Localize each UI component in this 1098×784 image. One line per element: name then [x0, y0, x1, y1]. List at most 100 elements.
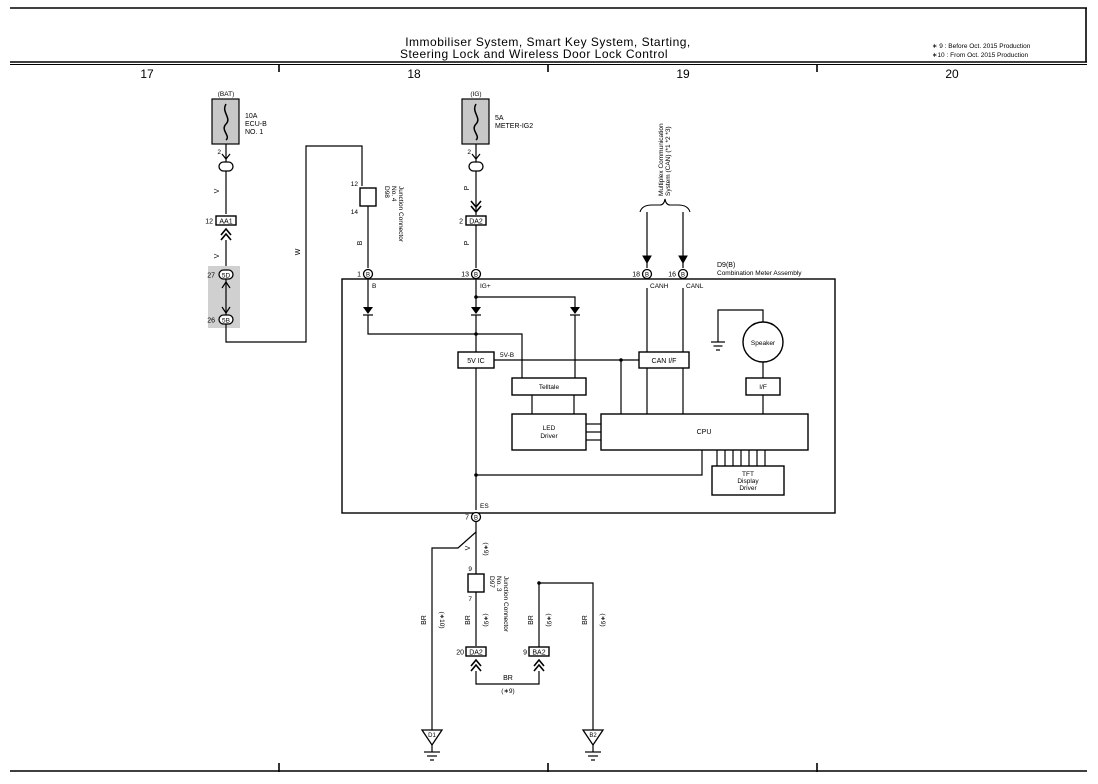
double-chevron-icon: [220, 227, 232, 241]
meter-pin-ig-terminal: [470, 268, 482, 280]
ground-b2-icon: [581, 729, 605, 747]
double-chevron-icon: [470, 200, 482, 214]
meter-pin-es-name: ES: [480, 503, 489, 510]
variant-note-b: (∗9): [482, 613, 489, 626]
meter-pin-b-number: 1: [357, 272, 361, 279]
fuse-ecu-b-amp: 10A: [245, 113, 258, 120]
meter-block-led-driver: [511, 413, 587, 451]
terminal-chevron-icon: [471, 153, 481, 160]
diagram-title-line2: Steering Lock and Wireless Door Lock Con…: [400, 47, 668, 61]
meter-block-can-if-label: CAN I/F: [652, 358, 677, 365]
meter-block-telltale-label: Telltale: [539, 384, 560, 391]
can-bus: Multiplex Communication System (CAN) (*1…: [639, 123, 691, 268]
wire-color-br1: BR: [465, 615, 472, 625]
can-bus-brace: [639, 198, 691, 213]
wire-color-br5: BR: [421, 615, 428, 625]
terminal-connector: [468, 161, 484, 172]
wire-color-br2: BR: [503, 675, 513, 682]
connector-da2-bottom: [465, 646, 487, 657]
meter-pin-canh-name: CANH: [650, 283, 669, 290]
junction-d98-top-pin: 12: [351, 181, 359, 188]
wire-color-br3: BR: [528, 615, 535, 625]
column-number-18: 18: [407, 67, 421, 81]
column-number-17: 17: [140, 67, 154, 81]
junction-d98-label3: Junction Connector: [397, 186, 404, 243]
connector-5b-pin: 26: [207, 318, 215, 325]
diode-telltale-icon: [570, 307, 580, 314]
combination-meter-assembly: D9(B) Combination Meter Assembly B 1 B B…: [341, 262, 836, 523]
junction-d98: 12 14 D98 No. 4 Junction Connector B: [351, 181, 404, 268]
production-note-9: ∗ 9 : Before Oct. 2015 Production: [932, 43, 1031, 50]
meter-block-speaker-label: Speaker: [751, 340, 776, 347]
double-chevron-icon: [533, 658, 545, 672]
wire-color-v-es: V: [465, 545, 472, 550]
connector-ba2-pin: 9: [523, 650, 527, 657]
connector-da2-top-label: DA2: [469, 219, 483, 226]
junction-d97-box: [467, 573, 485, 593]
meter-block-tft-label2: Display: [737, 478, 759, 485]
junction-d98-label1: D98: [383, 186, 390, 198]
variant-note-a: (∗9): [482, 542, 489, 555]
connector-aa1-pin: 12: [205, 219, 213, 226]
meter-pin-es-number: 7: [465, 515, 469, 522]
meter-pin-canh-number: 18: [632, 272, 640, 279]
production-note-10: ∗10 : From Oct. 2015 Production: [932, 52, 1029, 59]
meter-pin-canh-terminal: [641, 268, 653, 280]
meter-pin-ig-letter: B: [474, 272, 478, 278]
fuse-meter-ig2-pin: 2: [467, 149, 471, 156]
wire-color-p2: P: [464, 240, 471, 245]
connector-da2-bottom-label: DA2: [469, 650, 483, 657]
ig-fuse-branch: (IG) 5A METER-IG2 2 P DA2 2 P: [459, 91, 533, 268]
bat-fuse-branch: (BAT) 10A ECU-B NO. 1 2 V AA1 12 V 5D 27…: [205, 91, 363, 343]
fuse-ecu-b-name1: ECU-B: [245, 121, 267, 128]
wire-color-w: W: [295, 248, 302, 255]
wire-color-b: B: [357, 240, 364, 245]
meter-pin-canh-letter: B: [645, 272, 649, 278]
meter-label-5v-b: 5V-B: [500, 352, 514, 359]
fuse-link-icon: [473, 103, 479, 141]
diagram-title-line1: Immobiliser System, Smart Key System, St…: [405, 35, 691, 49]
meter-block-led-label2: Driver: [540, 433, 558, 440]
ground-b2-label: B2: [589, 733, 597, 739]
arrow-up-icon: [221, 280, 231, 289]
variant-note-10: (∗10): [438, 611, 445, 628]
terminal-chevron-icon: [221, 153, 231, 160]
diode-b-icon: [363, 307, 373, 314]
meter-pin-b-terminal: [362, 268, 374, 280]
wire-color-v2: V: [214, 253, 221, 258]
meter-block-cpu-label: CPU: [697, 429, 712, 436]
meter-pin-canl-letter: B: [681, 272, 685, 278]
ig-source-label: (IG): [470, 91, 481, 98]
fuse-meter-ig2-name: METER-IG2: [495, 123, 533, 130]
double-chevron-icon: [470, 658, 482, 672]
meter-block-cpu: [600, 413, 809, 451]
junction-d97-bottom-pin: 7: [468, 596, 472, 603]
connector-5b-label: 5B: [222, 318, 230, 325]
diode-ig-icon: [471, 307, 481, 314]
meter-internal-wiring: 5V IC 5V-B Telltale LED Driver CAN I/F: [363, 279, 809, 510]
meter-block-if-label: I/F: [759, 384, 767, 391]
fuse-ecu-b-name2: NO. 1: [245, 129, 263, 136]
meter-block-5v-ic-label: 5V IC: [467, 358, 485, 365]
meter-block-tft-label3: Driver: [739, 485, 757, 492]
meter-pin-canl-number: 16: [668, 272, 676, 279]
meter-block-led-label1: LED: [543, 425, 556, 432]
column-number-20: 20: [945, 67, 959, 81]
chassis-ground-icon: [711, 341, 725, 351]
variant-note-c: (∗9): [501, 688, 514, 695]
can-bus-label2: System (CAN) (*1 *2 *3): [665, 126, 672, 196]
meter-pin-es-letter: B: [474, 515, 478, 521]
wire-color-v1: V: [214, 188, 221, 193]
terminal-connector: [218, 161, 234, 172]
junction-d98-bottom-pin: 14: [351, 209, 359, 216]
meter-block-tft-label1: TFT: [742, 471, 754, 478]
ground-d1-label: D1: [428, 733, 436, 739]
connector-5d-label: 5D: [222, 273, 231, 280]
meter-block-tft-driver: [711, 465, 785, 496]
arrow-down-icon: [221, 306, 231, 315]
variant-note-e: (∗9): [599, 613, 606, 626]
junction-d98-box: [359, 187, 377, 207]
meter-pin-b-name: B: [372, 283, 376, 290]
meter-name: Combination Meter Assembly: [717, 270, 802, 277]
fuse-meter-ig2-amp: 5A: [495, 115, 504, 122]
